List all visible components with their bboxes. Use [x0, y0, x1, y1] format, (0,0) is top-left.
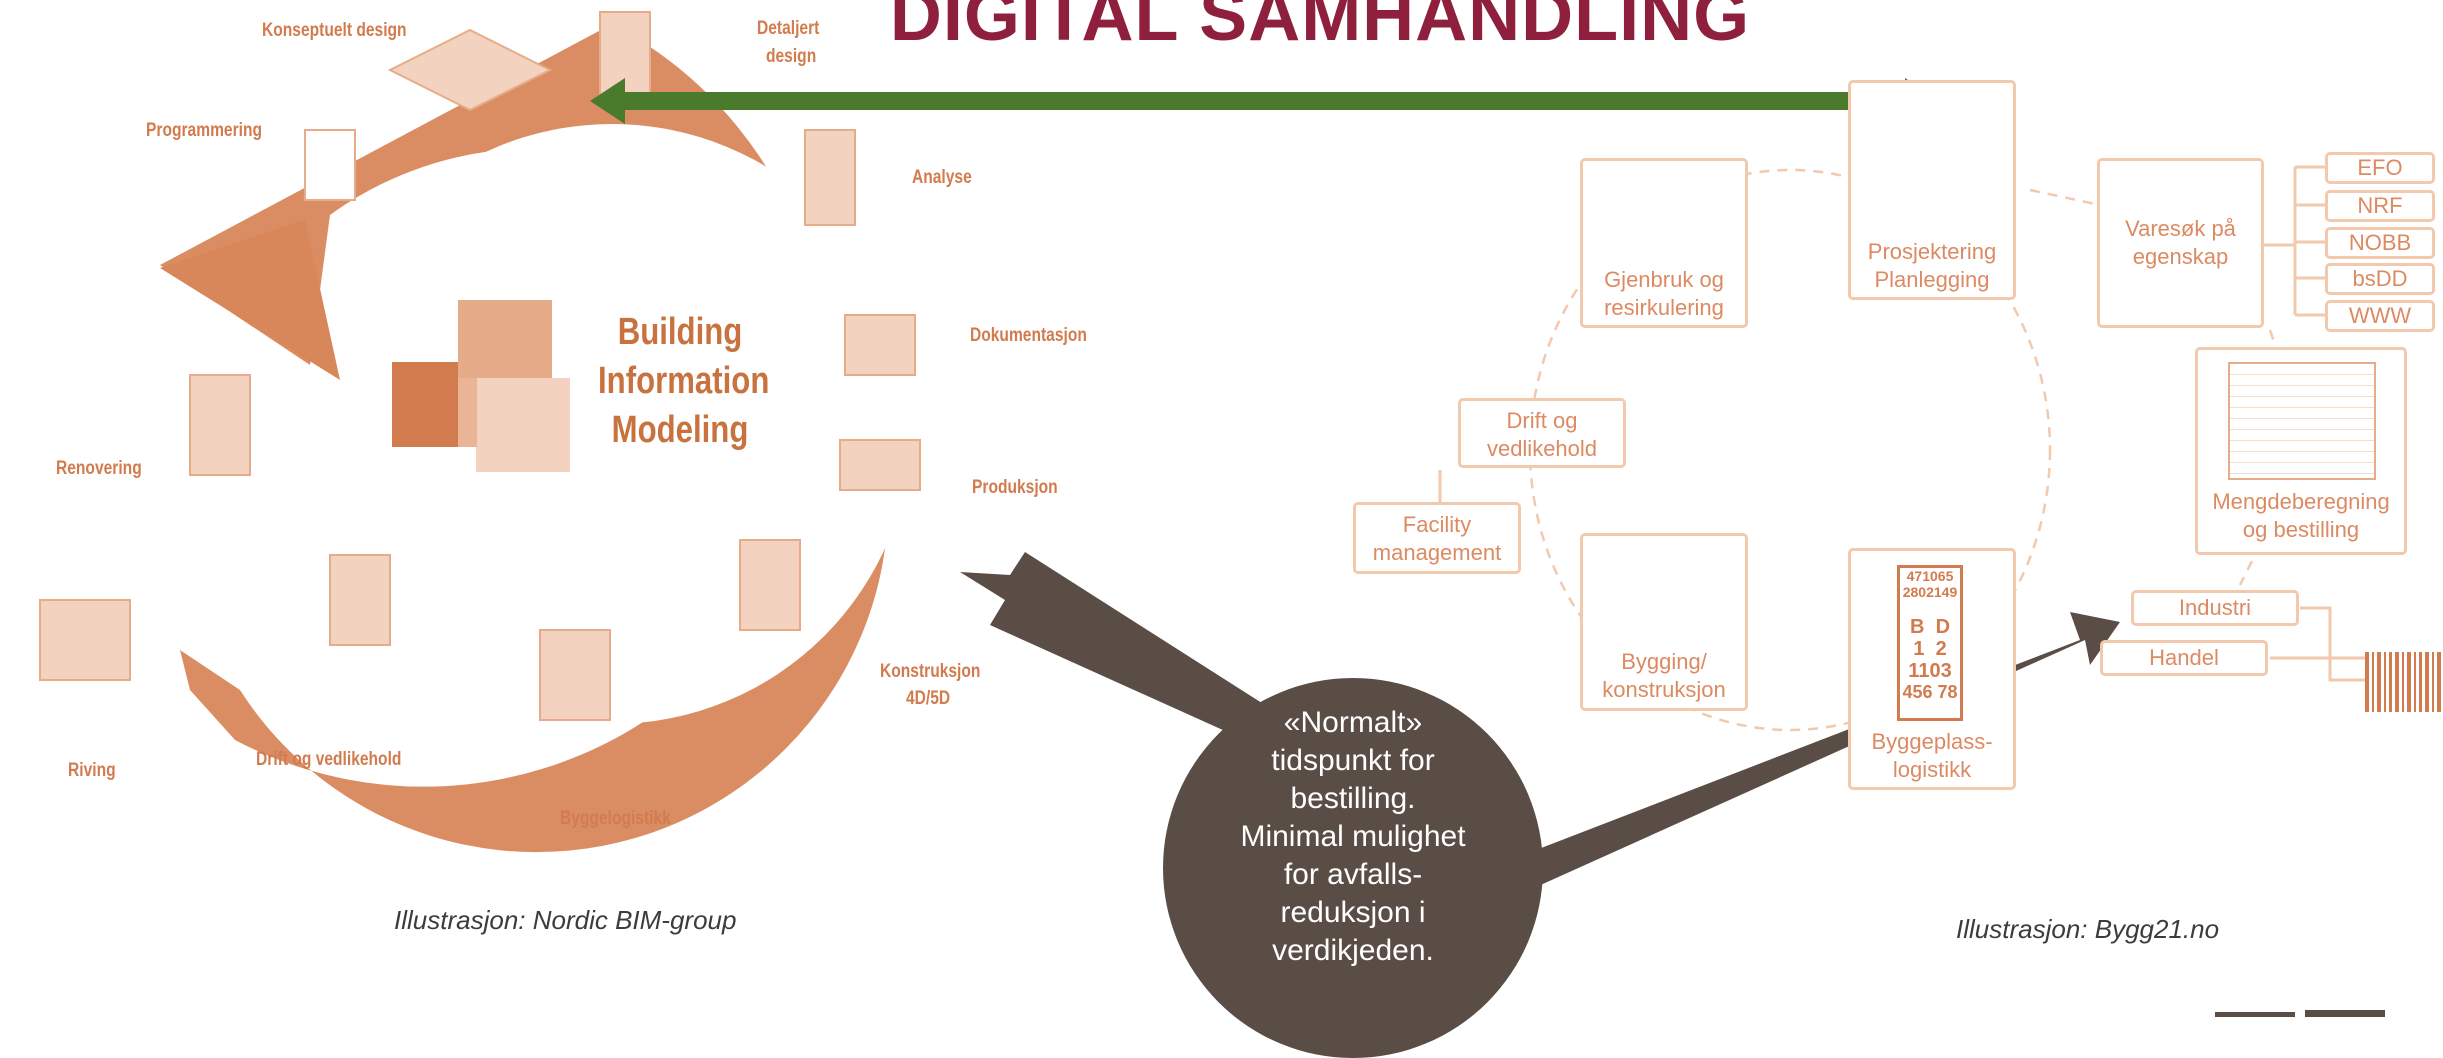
tag-bsdd: bsDD — [2325, 263, 2435, 295]
gjenbruk-line-1: Gjenbruk og — [1604, 267, 1724, 292]
bygg21-connectors — [1438, 165, 2365, 682]
stage-produksjon: Produksjon — [972, 477, 1058, 498]
byggeplass-line-2: logistikk — [1892, 757, 1972, 782]
bim-title-line-1: Building — [617, 311, 743, 353]
brown-arrows — [960, 552, 2120, 892]
box-bygging — [1580, 533, 1748, 711]
caption-nordic-bim: Illustrasjon: Nordic BIM-group — [394, 905, 737, 935]
stage-renovering: Renovering — [56, 458, 142, 479]
bygging-line-2: konstruksjon — [1602, 677, 1726, 702]
box-gjenbruk — [1580, 158, 1748, 328]
bim-logo — [392, 300, 570, 472]
label-code-1: 471065 — [1906, 568, 1954, 584]
box-handel: Handel — [2100, 640, 2268, 676]
stage-konstruksjon-line-1: Konstruksjon — [880, 661, 981, 682]
ordering-time-bubble: «Normalt» tidspunkt for bestilling. Mini… — [1163, 678, 1543, 1058]
bim-center-title: Building Information Modeling — [598, 308, 770, 455]
bim-title-line-2: Information — [598, 360, 770, 402]
drift-line-1: Drift og — [1506, 408, 1578, 433]
varesok-line-1: Varesøk på — [2125, 216, 2236, 241]
barcode-icon — [2365, 652, 2441, 712]
bubble-text: «Normalt» tidspunkt for bestilling. Mini… — [1203, 704, 1503, 970]
page-title: DIGITAL SAMHANDLING — [889, 0, 1751, 56]
bubble-line-5: for avfalls- — [1283, 858, 1423, 891]
bim-title-line-3: Modeling — [611, 409, 749, 451]
stage-detaljert-line-2: design — [766, 46, 817, 67]
drift-line-2: vedlikehold — [1486, 436, 1598, 461]
bubble-line-2: tidspunkt for — [1271, 744, 1435, 777]
tag-www: WWW — [2325, 300, 2435, 332]
facility-line-2: management — [1372, 540, 1502, 565]
building-illustrations — [39, 11, 921, 721]
tag-nobb: NOBB — [2325, 227, 2435, 259]
bygging-label: Bygging/ konstruksjon — [1580, 648, 1748, 704]
gjenbruk-line-2: resirkulering — [1604, 295, 1724, 320]
caption-bygg21: Illustrasjon: Bygg21.no — [1956, 914, 2220, 944]
stage-analyse: Analyse — [912, 167, 972, 188]
prosjektering-label: Prosjektering Planlegging — [1848, 238, 2016, 294]
facility-line-1: Facility — [1402, 512, 1472, 537]
label-b: B — [1909, 616, 1925, 638]
delivery-label-tag: 471065 2802149 B D 1 2 1103 456 78 — [1897, 565, 1963, 721]
label-2: 2 — [1935, 638, 1947, 660]
stage-dokumentasjon: Dokumentasjon — [970, 325, 1087, 346]
invoice-document-icon — [2228, 362, 2376, 480]
stage-byggelogistikk: Byggelogistikk — [560, 808, 671, 829]
gjenbruk-label: Gjenbruk og resirkulering — [1580, 266, 1748, 322]
prosjektering-line-2: Planlegging — [1874, 267, 1990, 292]
byggeplass-label: Byggeplass- logistikk — [1848, 728, 2016, 784]
bigroom-label: "Bigroom" — [1894, 149, 1966, 166]
stage-drift-og-vedlikehold: Drift og vedlikehold — [256, 749, 402, 770]
diagram-canvas — [39, 11, 2441, 1017]
stage-riving: Riving — [68, 760, 116, 781]
label-d: D — [1935, 616, 1951, 638]
bygging-line-1: Bygging/ — [1621, 649, 1707, 674]
label-456: 456 78 — [1902, 682, 1958, 702]
bubble-line-7: verdikjeden. — [1272, 934, 1434, 967]
stage-konseptuelt-design: Konseptuelt design — [262, 20, 407, 41]
tag-nrf: NRF — [2325, 190, 2435, 222]
bubble-line-3: bestilling. — [1290, 782, 1416, 815]
bubble-line-6: reduksjon i — [1280, 896, 1426, 929]
varesok-line-2: egenskap — [2132, 244, 2229, 269]
bubble-line-4: Minimal mulighet — [1240, 820, 1466, 853]
stage-programmering: Programmering — [146, 120, 263, 141]
bubble-line-1: «Normalt» — [1283, 706, 1423, 739]
label-b-d-row: B D — [1900, 616, 1960, 638]
mengde-label: Mengdeberegning og bestilling — [2195, 488, 2407, 544]
mengde-line-2: og bestilling — [2242, 517, 2360, 542]
green-double-arrow — [590, 78, 1940, 124]
label-code-2: 2802149 — [1902, 584, 1958, 600]
label-1-2-row: 1 2 — [1900, 638, 1960, 660]
mengde-line-1: Mengdeberegning — [2212, 489, 2390, 514]
stage-detaljert-line-1: Detaljert — [757, 18, 820, 39]
box-facility: Facility management — [1353, 502, 1521, 574]
byggeplass-line-1: Byggeplass- — [1871, 729, 1993, 754]
box-drift: Drift og vedlikehold — [1458, 398, 1626, 468]
tag-efo: EFO — [2325, 152, 2435, 184]
label-1103: 1103 — [1908, 660, 1952, 682]
box-industri: Industri — [2131, 590, 2299, 626]
box-prosjektering — [1848, 80, 2016, 300]
stage-konstruksjon-line-2: 4D/5D — [906, 688, 951, 709]
box-varesok: Varesøk på egenskap — [2097, 158, 2264, 328]
label-1: 1 — [1913, 638, 1925, 660]
prosjektering-line-1: Prosjektering — [1867, 239, 1997, 264]
